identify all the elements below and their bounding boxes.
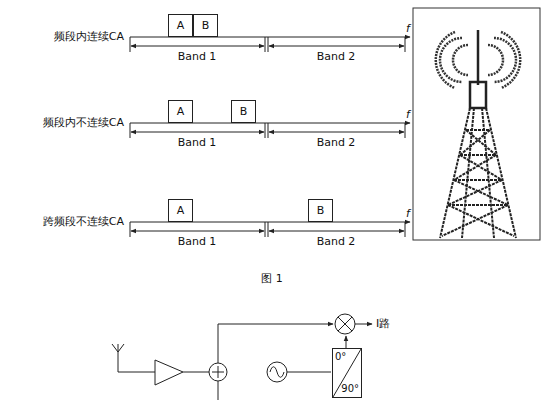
adder-symbol	[209, 363, 227, 381]
band-label: Band 2	[317, 137, 356, 149]
axis-label: f	[406, 109, 410, 121]
band-label: Band 2	[317, 236, 356, 248]
signal-name: I路	[376, 318, 390, 330]
receiver-schematic	[112, 314, 372, 400]
carrier-box: A	[168, 14, 193, 37]
carrier-box: B	[308, 199, 333, 222]
carrier-box: A	[168, 199, 193, 222]
amplifier-symbol	[155, 360, 183, 385]
carrier-box: A	[168, 100, 193, 123]
carrier-label: B	[202, 20, 210, 31]
ca-type-label: 跨频段不连续CA	[43, 216, 124, 228]
oscillator-symbol	[267, 362, 287, 382]
phase-label: 90°	[341, 384, 359, 394]
base-station-tower	[413, 8, 540, 240]
carrier-box: B	[193, 14, 218, 37]
band-dimension	[131, 46, 404, 231]
ca-type-label: 频段内连续CA	[54, 31, 124, 43]
band-label: Band 1	[178, 51, 217, 63]
band-ticks	[130, 37, 405, 237]
mixer-symbol	[335, 314, 355, 334]
band-label: Band 1	[178, 137, 217, 149]
phase-shifter-box: 0° 90°	[332, 348, 362, 398]
ca-type-label: 频段内不连续CA	[43, 117, 124, 129]
carrier-label: A	[177, 205, 185, 216]
antenna-symbol	[112, 344, 155, 372]
figure-number: 图 1	[261, 273, 283, 285]
axis-label: f	[406, 208, 410, 220]
carrier-label: B	[317, 205, 325, 216]
carrier-label: A	[177, 20, 185, 31]
carrier-label: B	[240, 106, 248, 117]
phase-label: 0°	[335, 352, 346, 362]
band-label: Band 1	[178, 236, 217, 248]
phase-divider	[333, 349, 361, 397]
carrier-box: B	[231, 100, 256, 123]
band-label: Band 2	[317, 51, 356, 63]
carrier-label: A	[177, 106, 185, 117]
axis-label: f	[406, 23, 410, 35]
